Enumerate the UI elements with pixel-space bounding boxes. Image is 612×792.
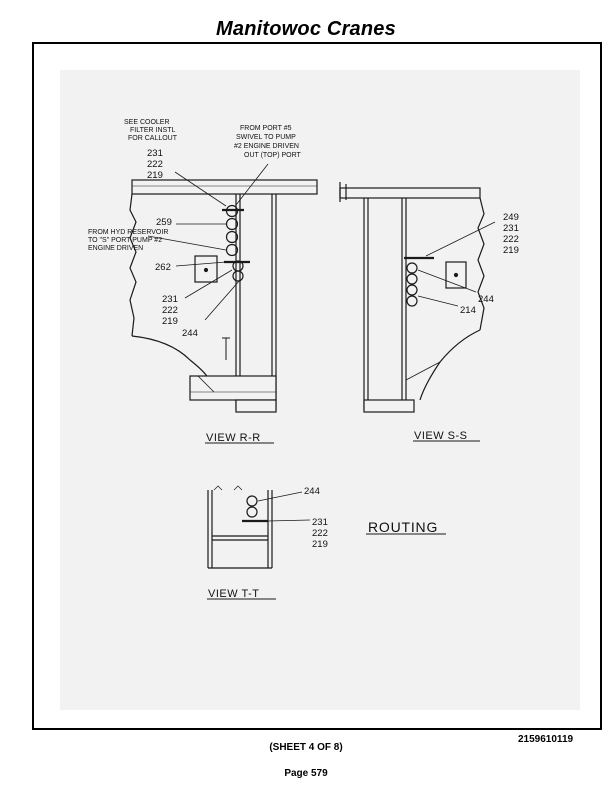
view-tt-leaders <box>257 491 311 522</box>
view-ss-structure <box>339 182 485 413</box>
callout-rr-244: 244 <box>182 328 198 339</box>
view-ss-hoses <box>404 256 434 307</box>
note-see-cooler-line1: SEE COOLER <box>124 119 170 126</box>
view-rr-leaders <box>147 163 269 321</box>
callout-rr-231-lower: 231 <box>162 294 178 305</box>
note-see-cooler-line2: FILTER INSTL <box>130 127 175 134</box>
note-see-cooler-line3: FOR CALLOUT <box>128 135 178 142</box>
callout-ss-219: 219 <box>503 245 519 256</box>
callout-tt-219: 219 <box>312 539 328 550</box>
page-header: Manitowoc Cranes <box>216 18 396 40</box>
note-from-hyd-line3: ENGINE DRIVEN <box>88 245 143 252</box>
callout-ss-249: 249 <box>503 212 519 223</box>
callout-rr-231-top: 231 <box>147 148 163 159</box>
callout-rr-259: 259 <box>156 217 172 228</box>
routing-label: ROUTING <box>368 519 438 535</box>
view-label-rr: VIEW R-R <box>206 432 261 444</box>
drawing-background <box>60 70 580 710</box>
note-from-hyd-line1: FROM HYD RESERVOIR <box>88 229 168 236</box>
view-rr-hoses <box>222 204 250 282</box>
callout-tt-231: 231 <box>312 517 328 528</box>
note-from-port-line2: SWIVEL TO PUMP <box>236 134 296 141</box>
sheet-indicator: (SHEET 4 OF 8) <box>269 742 343 753</box>
view-tt-hoses <box>242 495 268 523</box>
callout-tt-222: 222 <box>312 528 328 539</box>
view-rr-structure <box>129 179 318 413</box>
note-from-hyd-line2: TO "S" PORT PUMP #2 <box>88 237 162 244</box>
document-number: 2159610119 <box>518 734 574 745</box>
callout-tt-244: 244 <box>304 486 320 497</box>
page-number: Page 579 <box>284 768 328 779</box>
view-tt-structure <box>207 485 273 569</box>
callout-ss-222: 222 <box>503 234 519 245</box>
view-ss-leaders <box>417 221 496 307</box>
note-from-port-line3: #2 ENGINE DRIVEN <box>234 143 299 150</box>
callout-rr-219-top: 219 <box>147 170 163 181</box>
callout-rr-262: 262 <box>155 262 171 273</box>
callout-rr-219-lower: 219 <box>162 316 178 327</box>
callout-ss-231: 231 <box>503 223 519 234</box>
callout-ss-214: 214 <box>460 305 476 316</box>
callout-ss-244: 244 <box>478 294 494 305</box>
note-from-port-line1: FROM PORT #5 <box>240 125 292 132</box>
callout-rr-222-top: 222 <box>147 159 163 170</box>
view-label-tt: VIEW T-T <box>208 588 259 600</box>
note-from-port-line4: OUT (TOP) PORT <box>244 152 302 159</box>
callout-rr-222-lower: 222 <box>162 305 178 316</box>
view-label-ss: VIEW S-S <box>414 430 468 442</box>
